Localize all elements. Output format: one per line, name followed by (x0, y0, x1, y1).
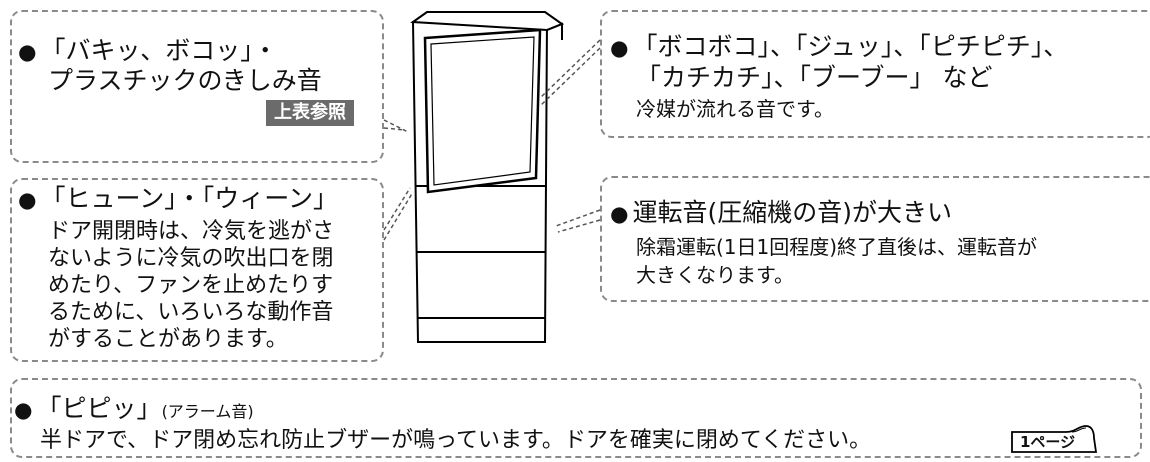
callout-fan-sound (10, 178, 384, 362)
alarm-title-sub: (アラーム音) (161, 402, 254, 421)
alarm-sound-line: 半ドアで、ドア閉め忘れ防止ブザーが鳴っています。ドアを確実に閉めてください。 (40, 428, 872, 453)
fan-sound-line-4: るために、いろいろな動作音 (48, 300, 334, 325)
callout-plastic-creak (10, 10, 384, 163)
page-reference-tab[interactable]: 1ページ (1010, 424, 1100, 454)
plastic-creak-title: 「バキッ、ボコッ」・ (18, 36, 278, 68)
callout-refrigerant-sound (600, 10, 1150, 138)
refrigerant-sound-line2: 「カチカチ」、「ブーブー」 など (636, 63, 993, 92)
fan-sound-title: 「ヒューン」・「ウィーン」 (18, 184, 339, 216)
refrigerant-sound-title: 「ボコボコ」、「ジュッ」、「ピチピチ」、 (610, 32, 1069, 64)
refrigerant-sound-line3: 冷媒が流れる音です。 (636, 97, 834, 121)
alarm-title-main: 「ピピッ」 (14, 394, 162, 423)
callout-compressor-sound (600, 176, 1150, 302)
compressor-sound-title: 運転音(圧縮機の音)が大きい (610, 198, 953, 230)
page-tab-icon (1011, 425, 1098, 453)
compressor-sound-line1: 除霜運転(1日1回程度)終了直後は、運転音が (636, 235, 1038, 259)
fan-sound-line-5: がすることがあります。 (48, 327, 288, 352)
alarm-sound-title: 「ピピッ」(アラーム音) (14, 394, 254, 426)
see-table-above-tag: 上表参照 (266, 100, 354, 126)
plastic-creak-line2: プラスチックのきしみ音 (48, 66, 322, 95)
page-reference-label: 1ページ (1020, 433, 1076, 451)
callout-alarm-sound (10, 378, 1142, 458)
fan-sound-line-2: ないように冷気の吹出口を閉 (48, 246, 334, 271)
fan-sound-line-3: めたり、ファンを止めたりす (48, 273, 334, 298)
compressor-sound-line2: 大きくなります。 (636, 263, 794, 287)
fan-sound-line-1: ドア開閉時は、冷気を逃がさ (48, 219, 335, 244)
